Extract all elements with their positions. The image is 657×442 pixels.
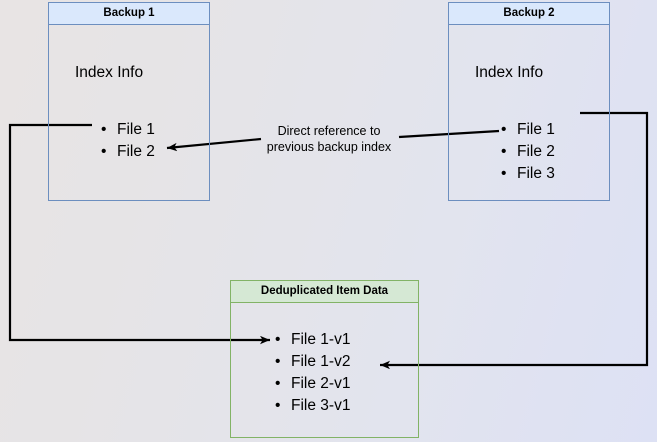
list-item: File 1-v1: [275, 329, 350, 351]
list-item: File 3-v1: [275, 395, 350, 417]
list-item: File 2-v1: [275, 373, 350, 395]
node-backup-2-title: Backup 2: [449, 3, 609, 25]
list-item: File 2: [101, 141, 155, 163]
list-item: File 1: [501, 119, 555, 141]
node-backup-2[interactable]: Backup 2 Index Info File 1 File 2 File 3: [448, 2, 610, 201]
node-deduplicated-item-data[interactable]: Deduplicated Item Data File 1-v1 File 1-…: [230, 280, 419, 438]
node-deduplicated-item-data-body: File 1-v1 File 1-v2 File 2-v1 File 3-v1: [231, 303, 418, 437]
dedup-file-list: File 1-v1 File 1-v2 File 2-v1 File 3-v1: [275, 329, 350, 417]
backup-1-index-info-label: Index Info: [75, 64, 144, 81]
node-backup-2-body: Index Info File 1 File 2 File 3: [449, 25, 609, 200]
node-backup-1-body: Index Info File 1 File 2: [49, 25, 209, 200]
backup-2-index-info-label: Index Info: [475, 64, 544, 81]
node-backup-1[interactable]: Backup 1 Index Info File 1 File 2: [48, 2, 210, 201]
node-backup-1-title: Backup 1: [49, 3, 209, 25]
list-item: File 3: [501, 163, 555, 185]
edge-label-direct-reference: Direct reference to previous backup inde…: [249, 123, 409, 155]
edge-label-line-1: Direct reference to: [277, 124, 381, 138]
node-deduplicated-item-data-title: Deduplicated Item Data: [231, 281, 418, 303]
list-item: File 1: [101, 119, 155, 141]
edge-label-line-2: previous backup index: [266, 140, 392, 154]
backup-2-file-list: File 1 File 2 File 3: [501, 119, 555, 185]
list-item: File 2: [501, 141, 555, 163]
backup-1-file-list: File 1 File 2: [101, 119, 155, 163]
list-item: File 1-v2: [275, 351, 350, 373]
